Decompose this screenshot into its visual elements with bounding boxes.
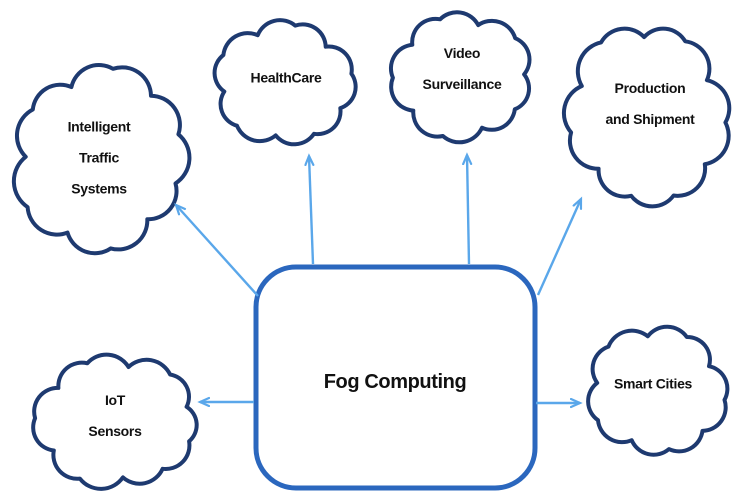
arrow-to-healthcare [309, 156, 313, 265]
fog-computing-label: Fog Computing [323, 371, 467, 393]
smart-cities-cloud [586, 324, 730, 457]
label-line: Intelligent [67, 118, 131, 135]
healthcare-label: HealthCare [251, 63, 322, 94]
iot-sensors-label: IoT Sensors [88, 385, 141, 447]
label-line: Video [443, 45, 481, 61]
video-surveillance-cloud [389, 10, 532, 145]
production-and-shipment-label: Production and Shipment [606, 73, 695, 135]
iot-sensors-cloud [31, 352, 199, 491]
label-line: IoT [104, 392, 126, 408]
label-line: Smart Cities [613, 375, 693, 392]
label-line: Traffic [79, 149, 119, 166]
arrow-to-video-surveillance [467, 155, 469, 265]
smart-cities-label: Smart Cities [614, 369, 692, 400]
label-line: and Shipment [605, 111, 695, 127]
production-and-shipment-cloud [561, 26, 732, 209]
label-line: Surveillance [422, 76, 502, 92]
arrows-group [176, 155, 581, 403]
healthcare-cloud [212, 18, 358, 147]
label-line: Sensors [88, 423, 142, 439]
label-line: Systems [71, 180, 127, 197]
cloud-shapes-group [11, 10, 732, 491]
video-surveillance-label: Video Surveillance [423, 38, 502, 100]
fog-computing-box [253, 264, 538, 491]
label-line: HealthCare [250, 69, 322, 86]
arrow-to-production-and-shipment [536, 199, 581, 296]
intelligent-traffic-systems-cloud [11, 63, 192, 256]
intelligent-traffic-systems-label: Intelligent Traffic Systems [68, 112, 131, 205]
label-line: Production [614, 80, 686, 96]
arrow-to-intelligent-traffic-systems [176, 205, 259, 297]
